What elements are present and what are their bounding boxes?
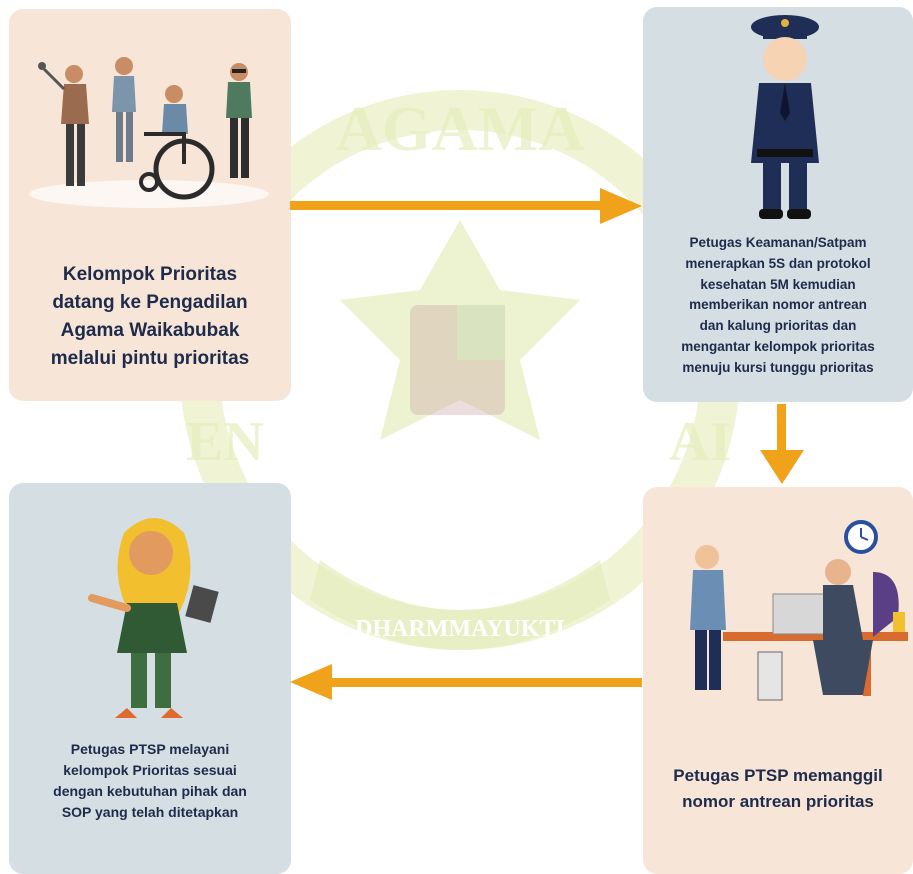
step-1-line: Agama Waikabubak: [60, 320, 240, 341]
security-officer-illustration: [751, 15, 819, 219]
court-emblem-watermark: AGAMA EN AI DHARMMAYUKTI: [180, 90, 740, 650]
watermark-ribbon-text: DHARMMAYUKTI: [355, 616, 565, 642]
watermark-left-text: EN: [186, 411, 264, 473]
shield-icon: [410, 305, 505, 415]
step-3-line: Petugas PTSP memanggil: [673, 766, 883, 785]
watermark-right-text: AI: [669, 411, 731, 473]
step-2-line: menuju kursi tunggu prioritas: [682, 359, 874, 375]
step-1-text: Kelompok Prioritas datang ke Pengadilan …: [19, 261, 281, 373]
step-4-line: dengan kebutuhan pihak dan: [53, 783, 247, 799]
step-card-ptsp-serves: Petugas PTSP melayani kelompok Prioritas…: [9, 483, 291, 874]
step-2-line: Petugas Keamanan/Satpam: [689, 235, 867, 250]
step-2-line: kesehatan 5M kemudian: [700, 276, 856, 292]
step-1-line: Kelompok Prioritas: [62, 264, 238, 285]
arrow-right-icon: [290, 188, 642, 224]
step-2-line: mengantar kelompok prioritas: [681, 338, 875, 354]
step-2-line: memberikan nomor antrean: [689, 297, 867, 313]
step-4-text: Petugas PTSP melayani kelompok Prioritas…: [29, 739, 271, 823]
priority-group-illustration: [29, 57, 269, 208]
step-1-line: melalui pintu prioritas: [50, 348, 250, 369]
arrow-down-icon: [760, 404, 804, 484]
step-3-text: Petugas PTSP memanggil nomor antrean pri…: [643, 763, 913, 815]
step-2-line: menerapkan 5S dan protokol: [685, 255, 871, 271]
arrow-left-icon: [290, 664, 642, 700]
ptsp-desk-illustration: [690, 520, 908, 701]
step-4-line: SOP yang telah ditetapkan: [61, 804, 239, 820]
step-4-line: Petugas PTSP melayani: [70, 741, 230, 757]
step-1-line: datang ke Pengadilan: [52, 292, 248, 313]
step-card-security-officer: Petugas Keamanan/Satpam menerapkan 5S da…: [643, 7, 913, 402]
step-2-text: Petugas Keamanan/Satpam menerapkan 5S da…: [645, 233, 911, 379]
step-4-line: kelompok Prioritas sesuai: [63, 762, 237, 778]
step-card-priority-arrival: Kelompok Prioritas datang ke Pengadilan …: [9, 9, 291, 401]
ptsp-officer-illustration: [88, 518, 219, 718]
step-2-line: dan kalung prioritas dan: [699, 318, 857, 334]
step-card-ptsp-calls-number: Petugas PTSP memanggil nomor antrean pri…: [643, 487, 913, 874]
step-3-line: nomor antrean prioritas: [682, 792, 874, 811]
watermark-top-text: AGAMA: [336, 93, 585, 164]
